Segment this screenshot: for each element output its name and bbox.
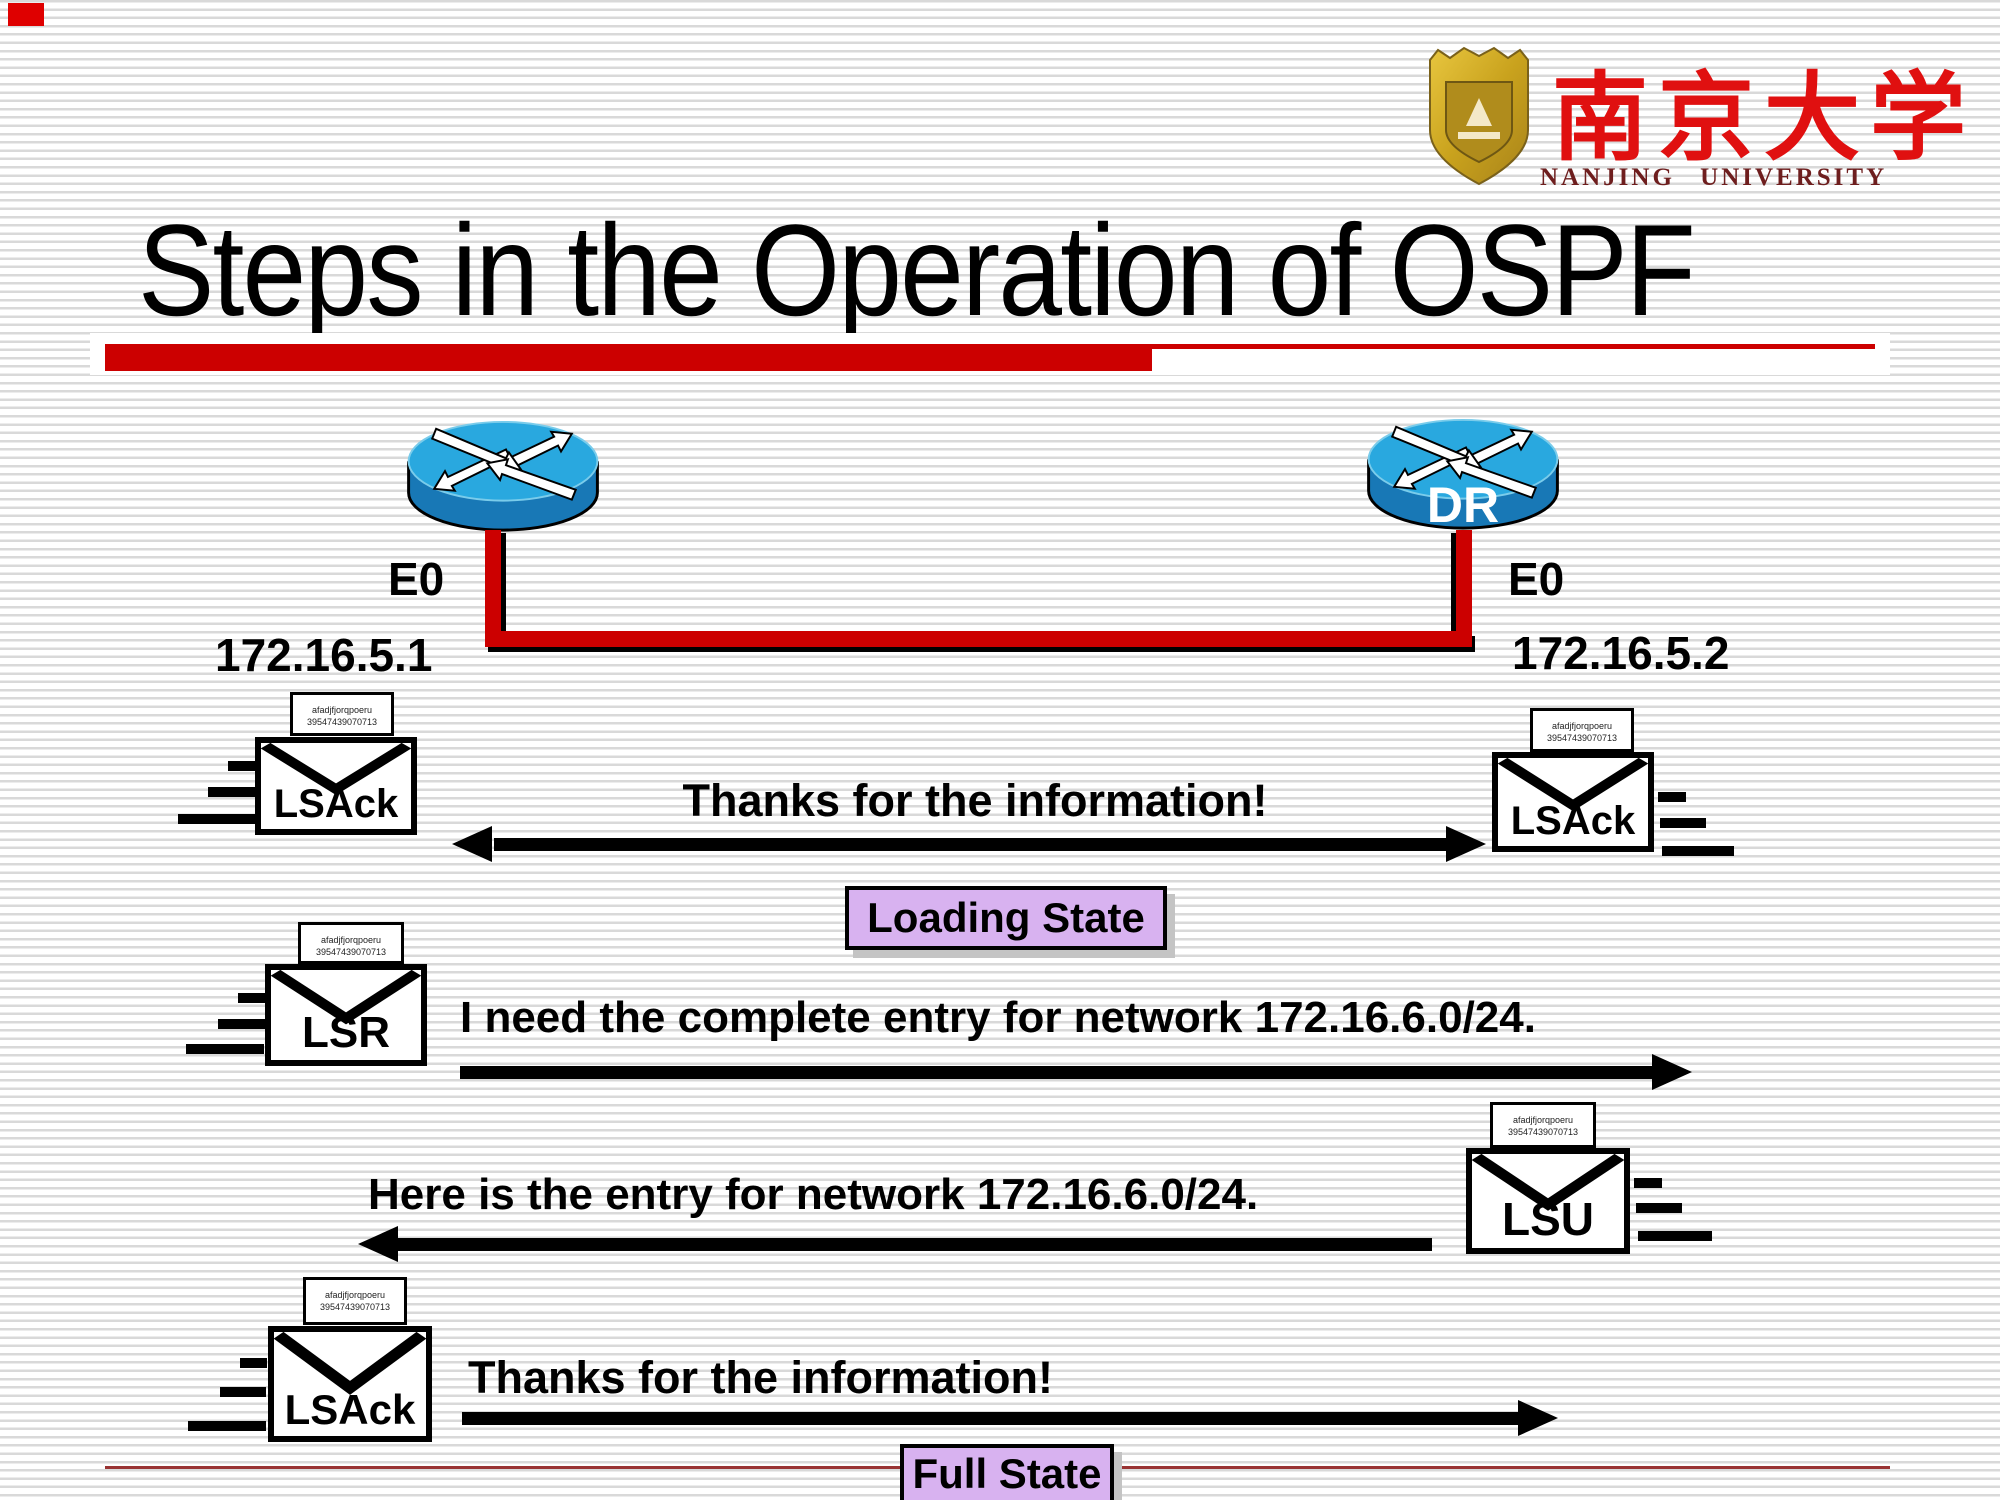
lsa-note: afadjfjorqpoeru 39547439070713 bbox=[298, 922, 404, 964]
packet-label: LSAck bbox=[273, 782, 399, 826]
logo-chinese-text: 南京大学 bbox=[1552, 62, 1976, 174]
note-line: 39547439070713 bbox=[319, 1302, 391, 1313]
note-line: afadjfjorqpoeru bbox=[320, 935, 382, 945]
speed-line bbox=[208, 787, 256, 797]
speed-line bbox=[1662, 846, 1734, 856]
speed-line bbox=[240, 1358, 267, 1368]
arrowhead-right-icon bbox=[1652, 1054, 1692, 1090]
lsa-note: afadjfjorqpoeru 39547439070713 bbox=[1530, 708, 1634, 752]
lsr-request-message: I need the complete entry for network 17… bbox=[460, 993, 1536, 1042]
note-line: afadjfjorqpoeru bbox=[324, 1290, 386, 1300]
speed-line bbox=[1634, 1178, 1662, 1188]
speed-line bbox=[1638, 1231, 1712, 1241]
note-line: afadjfjorqpoeru bbox=[1551, 721, 1613, 731]
left-router-icon bbox=[407, 420, 599, 532]
thanks-exchange-message: Thanks for the information! bbox=[682, 775, 1268, 826]
double-arrow-shaft bbox=[494, 838, 1446, 851]
speed-line bbox=[1660, 818, 1706, 828]
lsa-note: afadjfjorqpoeru 39547439070713 bbox=[1490, 1102, 1596, 1148]
speed-line bbox=[1658, 792, 1686, 802]
speed-line bbox=[188, 1421, 266, 1431]
speed-line bbox=[220, 1387, 266, 1397]
left-arrow-shaft bbox=[398, 1238, 1432, 1251]
title-rule-thick bbox=[105, 344, 1152, 371]
packet-label: LSU bbox=[1502, 1193, 1594, 1245]
lsr-envelope: LSR bbox=[265, 964, 427, 1066]
right-link-segment bbox=[1456, 530, 1472, 631]
speed-line bbox=[228, 761, 258, 771]
title-rule-thin bbox=[1152, 344, 1875, 349]
arrowhead-right-icon bbox=[1518, 1400, 1558, 1436]
ethernet-link bbox=[485, 631, 1472, 647]
speed-line bbox=[238, 993, 266, 1003]
full-state-box: Full State bbox=[900, 1444, 1114, 1500]
right-interface-label: E0 bbox=[1508, 553, 1565, 605]
arrowhead-left-icon bbox=[358, 1226, 398, 1262]
lsack-left-envelope: LSAck bbox=[255, 737, 417, 835]
speed-line bbox=[186, 1044, 264, 1054]
envelope-flap-icon bbox=[1498, 758, 1648, 812]
envelope-flap-icon bbox=[1472, 1154, 1624, 1211]
corner-marker bbox=[8, 3, 44, 26]
lsack-right-envelope: LSAck bbox=[1492, 752, 1654, 852]
note-line: afadjfjorqpoeru bbox=[1512, 1115, 1574, 1125]
left-ip-label: 172.16.5.1 bbox=[215, 629, 433, 681]
loading-state-box: Loading State bbox=[845, 886, 1167, 950]
envelope-flap-icon bbox=[271, 970, 421, 1025]
envelope-flap-icon bbox=[274, 1332, 426, 1395]
arrowhead-left-icon bbox=[452, 826, 492, 862]
packet-label: LSR bbox=[302, 1008, 390, 1057]
dr-label: DR bbox=[1426, 477, 1500, 533]
logo-english-text: NANJING UNIVERSITY bbox=[1540, 164, 1888, 191]
left-link-segment bbox=[485, 530, 501, 631]
note-line: 39547439070713 bbox=[1546, 733, 1618, 744]
right-arrow-shaft bbox=[460, 1066, 1652, 1079]
note-line: 39547439070713 bbox=[1507, 1127, 1579, 1138]
arrowhead-right-icon bbox=[1446, 826, 1486, 862]
packet-label: LSAck bbox=[1510, 799, 1636, 843]
university-shield-icon bbox=[1429, 46, 1529, 186]
right-ip-label: 172.16.5.2 bbox=[1512, 627, 1730, 679]
speed-line bbox=[1636, 1203, 1682, 1213]
packet-label: LSAck bbox=[284, 1386, 416, 1433]
lsa-note: afadjfjorqpoeru 39547439070713 bbox=[290, 692, 394, 736]
lsack-final-envelope: LSAck bbox=[268, 1326, 432, 1442]
lsu-reply-message: Here is the entry for network 172.16.6.0… bbox=[368, 1170, 1259, 1219]
note-line: 39547439070713 bbox=[306, 717, 378, 728]
envelope-flap-icon bbox=[261, 743, 411, 795]
right-arrow-shaft bbox=[462, 1412, 1518, 1425]
speed-line bbox=[178, 814, 256, 824]
lsu-envelope: LSU bbox=[1466, 1148, 1630, 1254]
right-router-icon bbox=[1367, 418, 1559, 530]
note-line: 39547439070713 bbox=[315, 947, 387, 958]
thanks-final-message: Thanks for the information! bbox=[468, 1352, 1053, 1403]
lsa-note: afadjfjorqpoeru 39547439070713 bbox=[303, 1277, 407, 1325]
page-title: Steps in the Operation of OSPF bbox=[138, 197, 1696, 343]
left-interface-label: E0 bbox=[388, 553, 445, 605]
speed-line bbox=[218, 1019, 265, 1029]
note-line: afadjfjorqpoeru bbox=[311, 705, 373, 715]
